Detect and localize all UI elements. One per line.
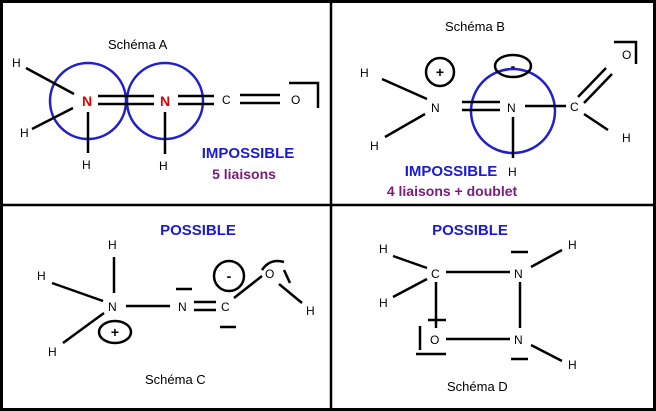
scheme-a-atom-h4: H <box>159 159 168 173</box>
scheme-b-bond-c-o-a <box>577 67 607 98</box>
scheme-d-bond-h1-c <box>392 254 428 270</box>
scheme-c-charge-minus: - <box>227 268 232 284</box>
scheme-a-atom-n1: N <box>82 93 92 109</box>
scheme-b-plus-ring <box>424 56 456 88</box>
scheme-c-atom-h4: H <box>306 304 315 318</box>
scheme-b-bond-h2-n1 <box>384 112 426 139</box>
scheme-d-verdict: POSSIBLE <box>432 222 508 239</box>
scheme-d-atom-h4: H <box>568 358 577 372</box>
scheme-a-title: Schéma A <box>108 37 168 52</box>
scheme-c-charge-plus: + <box>111 324 119 340</box>
scheme-a-atom-h1: H <box>12 56 21 70</box>
scheme-d-bond-n2-h4 <box>530 343 563 363</box>
scheme-a-atom-h2: H <box>20 126 29 140</box>
scheme-b-atom-h1: H <box>360 66 369 80</box>
scheme-b-atom-h3: H <box>508 165 517 179</box>
scheme-c-bond-h3-n1 <box>62 311 105 345</box>
scheme-b-bond-c-o-b <box>583 73 613 104</box>
scheme-b-charge-minus: - <box>511 58 516 74</box>
scheme-d-atom-c: C <box>431 267 440 281</box>
scheme-a-bond-h2-n1 <box>31 106 74 131</box>
scheme-b-charge-plus: + <box>436 64 444 80</box>
scheme-b-title: Schéma B <box>445 19 505 34</box>
scheme-a-atom-o: O <box>291 93 300 107</box>
scheme-c-verdict: POSSIBLE <box>160 222 236 239</box>
scheme-b-atom-h4: H <box>622 131 631 145</box>
scheme-b-atom-c: C <box>570 100 579 114</box>
scheme-c-plus-ring <box>97 319 133 345</box>
scheme-b-verdict: IMPOSSIBLE <box>405 163 498 180</box>
scheme-b-atom-n1: N <box>431 101 440 115</box>
scheme-a-atom-c: C <box>222 93 231 107</box>
scheme-b-bond-c-h4 <box>583 112 609 132</box>
scheme-a-verdict: IMPOSSIBLE <box>202 145 295 162</box>
scheme-d-atom-n1: N <box>514 267 523 281</box>
scheme-b-minus-ring <box>493 53 533 79</box>
scheme-c-bond-h2-n1 <box>51 281 104 303</box>
scheme-c: POSSIBLE Schéma C + - H H H N N C O H <box>37 222 315 387</box>
scheme-a-bond-h1-n1 <box>25 66 75 96</box>
scheme-c-o-lone-pairs <box>260 259 292 284</box>
scheme-c-minus-ring <box>212 259 246 293</box>
scheme-c-bond-o-h4 <box>278 283 303 304</box>
scheme-d-bond-n1-h3 <box>530 248 563 269</box>
scheme-c-bond-c-o <box>233 275 263 299</box>
scheme-a-o-lone-pairs <box>289 81 320 108</box>
scheme-c-atom-h2: H <box>37 269 46 283</box>
scheme-c-atom-h1: H <box>108 238 117 252</box>
scheme-d-atom-n2: N <box>514 333 523 347</box>
scheme-b-o-lone-pairs <box>614 40 638 64</box>
scheme-b-atom-h2: H <box>370 139 379 153</box>
scheme-c-title: Schéma C <box>145 372 206 387</box>
scheme-a-detail: 5 liaisons <box>212 166 276 182</box>
scheme-c-atom-n2: N <box>178 300 187 314</box>
scheme-d-atom-h2: H <box>379 296 388 310</box>
scheme-b-atom-o: O <box>622 48 631 62</box>
scheme-b: Schéma B + - H H N N H C O H IMPOSSIBLE … <box>360 19 638 199</box>
scheme-d-bond-h2-c <box>392 277 428 299</box>
scheme-b-detail: 4 liaisons + doublet <box>387 183 518 199</box>
scheme-c-atom-o: O <box>265 267 274 281</box>
scheme-d-title: Schéma D <box>447 379 508 394</box>
scheme-a-atom-h3: H <box>82 158 91 172</box>
scheme-d: POSSIBLE Schéma D H H C N H O N H <box>379 222 577 394</box>
scheme-d-atom-h3: H <box>568 238 577 252</box>
scheme-b-atom-n2: N <box>507 101 516 115</box>
scheme-d-atom-h1: H <box>379 242 388 256</box>
scheme-c-atom-h3: H <box>48 345 57 359</box>
scheme-a: Schéma A H H H H N N C O IMPOSSIBLE 5 li… <box>12 37 320 182</box>
scheme-a-atom-n2: N <box>160 93 170 109</box>
scheme-c-atom-c: C <box>221 300 230 314</box>
scheme-b-bond-h1-n1 <box>381 77 428 101</box>
scheme-d-atom-o: O <box>430 333 439 347</box>
scheme-c-atom-n1: N <box>108 300 117 314</box>
